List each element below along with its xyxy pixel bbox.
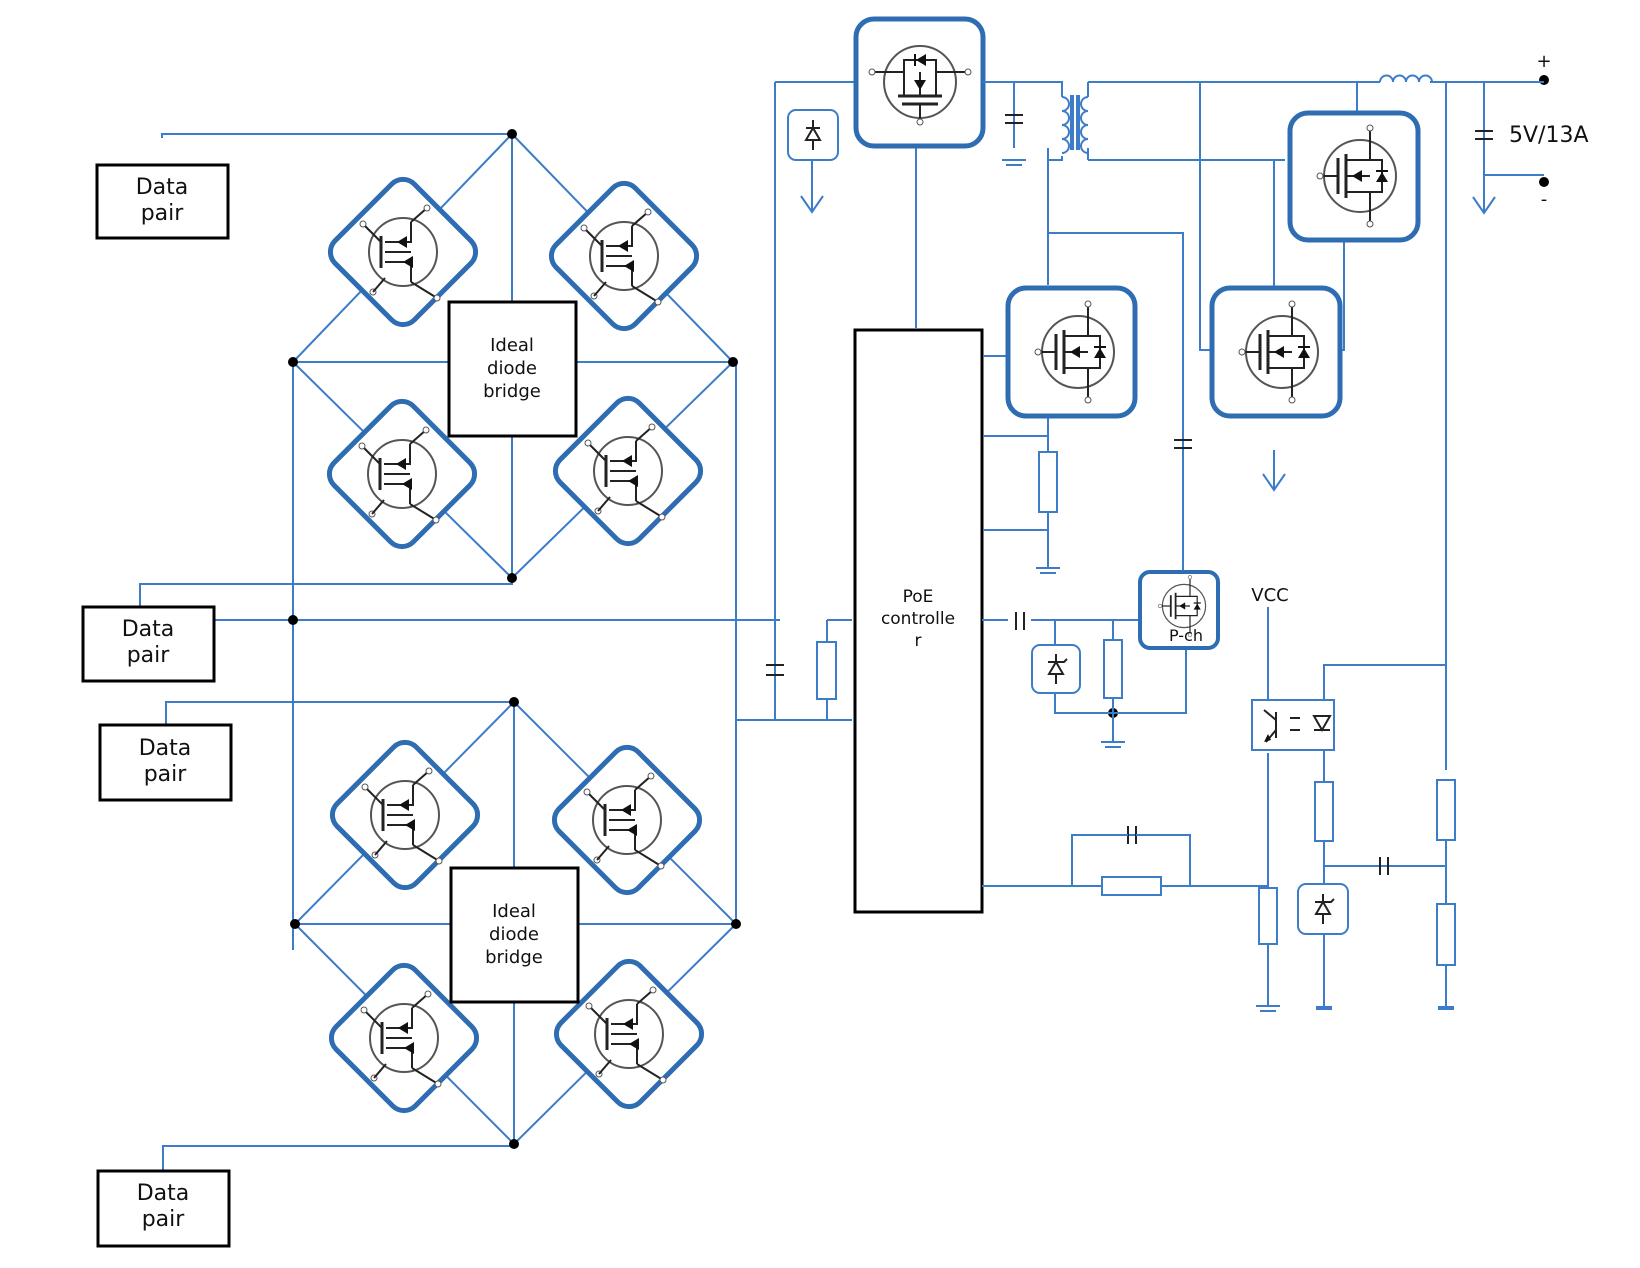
- opto-resistor-icon: [1314, 781, 1334, 842]
- optocoupler-icon: [1251, 699, 1335, 751]
- input-capacitor-icon: [766, 664, 784, 676]
- bridge-1-text-2: diode: [487, 358, 537, 379]
- clamp-return-arrow-icon: [1262, 449, 1286, 491]
- data-pair-1-text-2: pair: [141, 201, 185, 226]
- output-wiring: [982, 81, 1544, 1006]
- pch-label: P-ch: [1169, 626, 1203, 645]
- data-pair-4-text-1: Data: [137, 1181, 190, 1206]
- data-pair-1: Data pair: [95, 163, 230, 240]
- clamp-capacitor-icon: [1174, 439, 1192, 449]
- divider-bottom-resistor-icon: [1436, 903, 1456, 966]
- shunt-regulator-icon: [1297, 883, 1349, 935]
- data-pair-2-text-1: Data: [122, 617, 175, 642]
- data-pair-2: Data pair: [81, 605, 216, 683]
- bridge-2-text-2: diode: [489, 924, 539, 945]
- output-minus-label: -: [1541, 189, 1548, 210]
- output-capacitor-icon: [1475, 130, 1493, 140]
- primary-sense-resistor-icon: [1038, 451, 1058, 513]
- input-tvs-diode-icon: [787, 109, 839, 161]
- gate-ground-icon: [1100, 741, 1126, 748]
- data-pair-2-text-2: pair: [127, 643, 171, 668]
- bridge-1-text-3: bridge: [483, 381, 541, 402]
- bridge-wiring: [139, 133, 852, 1170]
- bridge-2-text-1: Ideal: [492, 901, 536, 922]
- clamp-mosfet: [1209, 285, 1343, 419]
- controller-text-1: PoE: [903, 587, 934, 607]
- gate-resistor-icon: [1103, 639, 1123, 699]
- controller-text-3: r: [915, 631, 922, 651]
- data-pair-4: Data pair: [96, 1169, 231, 1248]
- compensation-resistor-icon: [1101, 876, 1162, 896]
- pch-driver: P-ch: [1138, 570, 1220, 650]
- data-pair-4-text-2: pair: [142, 1207, 186, 1232]
- input-return-arrow-icon: [800, 171, 824, 213]
- bridge-1-text-1: Ideal: [490, 335, 534, 356]
- vcc-label: VCC: [1251, 585, 1288, 606]
- primary-capacitor-icon: [1005, 114, 1023, 124]
- transformer-icon: [1061, 95, 1089, 154]
- ideal-diode-bridge-2: Ideal diode bridge: [449, 866, 580, 1004]
- opto-emitter-resistor-icon: [1258, 887, 1278, 945]
- output-return-arrow-icon: [1472, 172, 1496, 214]
- opto-ground-icon: [1255, 1005, 1281, 1012]
- output-rating-label: 5V/13A: [1509, 123, 1589, 148]
- data-pair-1-text-1: Data: [136, 175, 189, 200]
- gate-capacitor-icon: [1015, 612, 1025, 630]
- gate-zener-icon: [1031, 644, 1081, 694]
- feedback-capacitor-icon: [1379, 857, 1389, 875]
- controller-sense-resistor-icon: [816, 641, 837, 700]
- input-hot-swap-mosfet: [853, 16, 986, 149]
- primary-switch-mosfet: [1005, 285, 1138, 419]
- divider-top-resistor-icon: [1436, 779, 1456, 841]
- bridge-2-text-3: bridge: [485, 947, 543, 968]
- poe-controller: PoE controlle r: [853, 328, 984, 914]
- output-inductor-icon: [1379, 74, 1433, 83]
- sync-rectifier-mosfet: [1287, 110, 1421, 243]
- controller-text-2: controlle: [881, 609, 955, 629]
- primary-ground-icon: [1001, 159, 1027, 166]
- data-pair-3-text-1: Data: [139, 736, 192, 761]
- sense-ground-icon: [1035, 567, 1061, 574]
- data-pair-3: Data pair: [98, 723, 233, 802]
- data-pair-3-text-2: pair: [144, 762, 188, 787]
- junction-dots: [288, 75, 1549, 1149]
- output-plus-label: +: [1536, 51, 1551, 72]
- ideal-diode-bridge-1: Ideal diode bridge: [447, 300, 578, 438]
